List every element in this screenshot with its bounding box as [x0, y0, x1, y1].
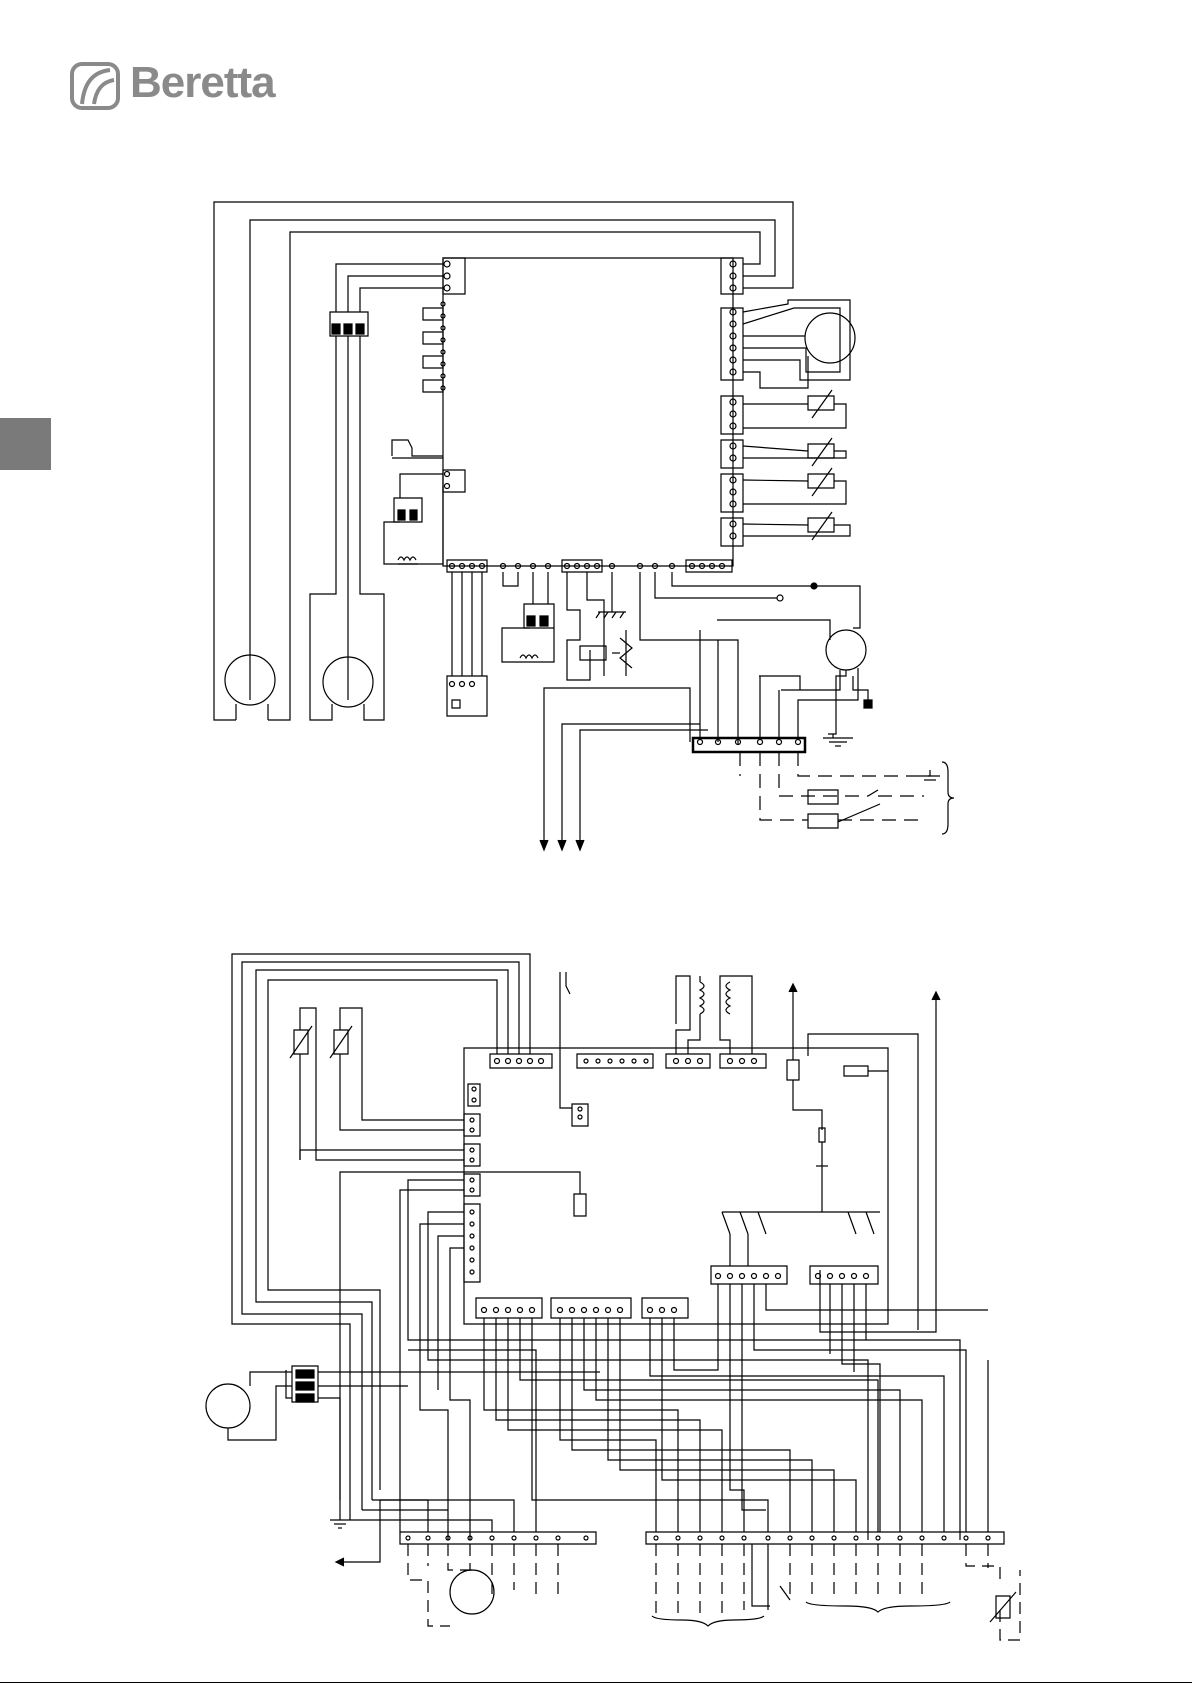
- page-rule: [0, 1682, 1192, 1683]
- wiring-diagram-upper: [214, 202, 954, 850]
- wiring-diagram-lower: [206, 954, 1020, 1640]
